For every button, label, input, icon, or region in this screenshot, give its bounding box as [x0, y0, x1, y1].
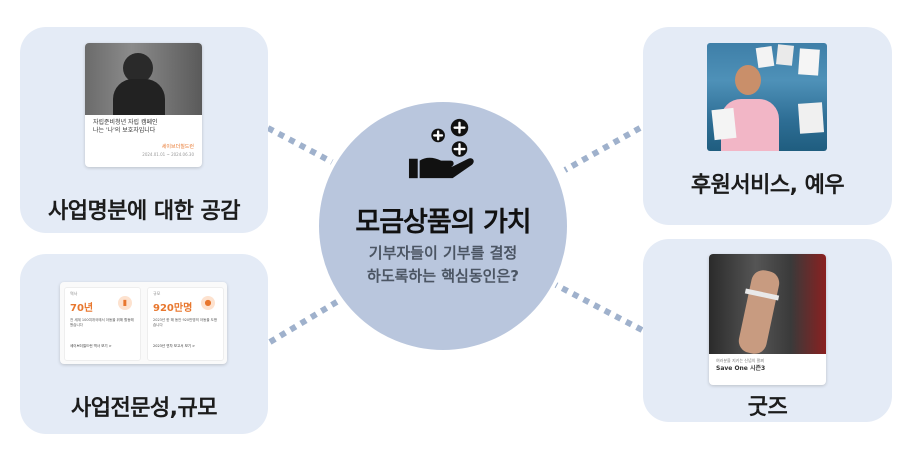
card-service: 후원서비스, 예우	[643, 27, 892, 225]
card-goods-label: 굿즈	[747, 395, 788, 420]
thumb-goods: 여러분을 지키는 신념의 팔찌 Save One 시즌3	[709, 254, 826, 385]
scale-box-size-text: 2023년 한 해 동안 920만명의 아동을 도왔습니다	[153, 318, 218, 327]
thumb-goods-caption: 여러분을 지키는 신념의 팔찌	[716, 358, 764, 363]
thumb-empathy: 자립준비청년 자립 캠페인 나는 '나'의 보호자입니다 세이브더칠드런 202…	[85, 43, 202, 167]
card-service-label: 후원서비스, 예우	[690, 173, 845, 198]
scale-box-history: 역사 70년 ▮ 전 세계 100여개국에서 아동을 위해 활동해 왔습니다 세…	[64, 287, 141, 361]
photo-card-4	[797, 102, 825, 134]
center-circle: 모금상품의 가치 기부자들이 기부를 결정 하도록하는 핵심동인은?	[319, 102, 567, 350]
wrist	[736, 268, 782, 356]
person-silhouette	[123, 53, 153, 83]
thumb-goods-photo	[709, 254, 826, 356]
card-empathy: 자립준비청년 자립 캠페인 나는 '나'의 보호자입니다 세이브더칠드런 202…	[20, 27, 268, 233]
child-head	[735, 65, 761, 95]
connector-bottom-left	[268, 297, 342, 345]
thumb-empathy-line1: 자립준비청년 자립 캠페인	[93, 119, 158, 126]
scale-box-size-link[interactable]: 2023년 연차 보고서 보기 >	[153, 344, 196, 348]
card-empathy-label: 사업명분에 대한 공감	[48, 199, 240, 224]
center-title: 모금상품의 가치	[355, 207, 531, 238]
connector-top-left	[266, 125, 334, 165]
thumb-empathy-tag: 세이브더칠드런	[161, 144, 194, 150]
scale-box-size: 규모 920만명 ● 2023년 한 해 동안 920만명의 아동을 도왔습니다…	[147, 287, 224, 361]
scale-box-size-value: 920만명	[153, 303, 193, 314]
card-goods: 여러분을 지키는 신념의 팔찌 Save One 시즌3 굿즈	[643, 239, 892, 422]
thumb-scale: 역사 70년 ▮ 전 세계 100여개국에서 아동을 위해 활동해 왔습니다 세…	[60, 282, 227, 364]
photo-card-1	[755, 45, 775, 69]
card-scale: 역사 70년 ▮ 전 세계 100여개국에서 아동을 위해 활동해 왔습니다 세…	[20, 254, 268, 434]
thumb-empathy-line2: 나는 '나'의 보호자입니다	[93, 127, 156, 134]
connector-bottom-right	[554, 282, 644, 333]
globe-icon: ●	[201, 296, 215, 310]
scale-box-history-value: 70년	[70, 303, 94, 314]
thumb-empathy-photo	[85, 43, 202, 115]
scale-box-size-tag: 규모	[153, 291, 161, 296]
scale-box-history-text: 전 세계 100여개국에서 아동을 위해 활동해 왔습니다	[70, 318, 134, 327]
center-subtitle: 기부자들이 기부를 결정 하도록하는 핵심동인은?	[319, 242, 567, 288]
center-subtitle-line1: 기부자들이 기부를 결정	[368, 244, 518, 262]
scale-box-history-link[interactable]: 세이브더칠드런 역사 보기 >	[70, 344, 112, 348]
held-photo	[711, 107, 737, 141]
photo-card-2	[775, 44, 795, 66]
center-subtitle-line2: 하도록하는 핵심동인은?	[367, 267, 519, 285]
thumb-service-photo	[707, 43, 827, 151]
connector-top-right	[563, 125, 642, 173]
scale-box-history-tag: 역사	[70, 291, 78, 296]
thumb-empathy-date: 2024.01.01 ~ 2024.06.30	[142, 152, 194, 157]
hand-with-plus-icon	[408, 118, 474, 179]
thumb-goods-title: Save One 시즌3	[716, 365, 766, 372]
photo-card-3	[798, 48, 820, 76]
book-icon: ▮	[118, 296, 132, 310]
card-scale-label: 사업전문성,규모	[70, 396, 218, 421]
